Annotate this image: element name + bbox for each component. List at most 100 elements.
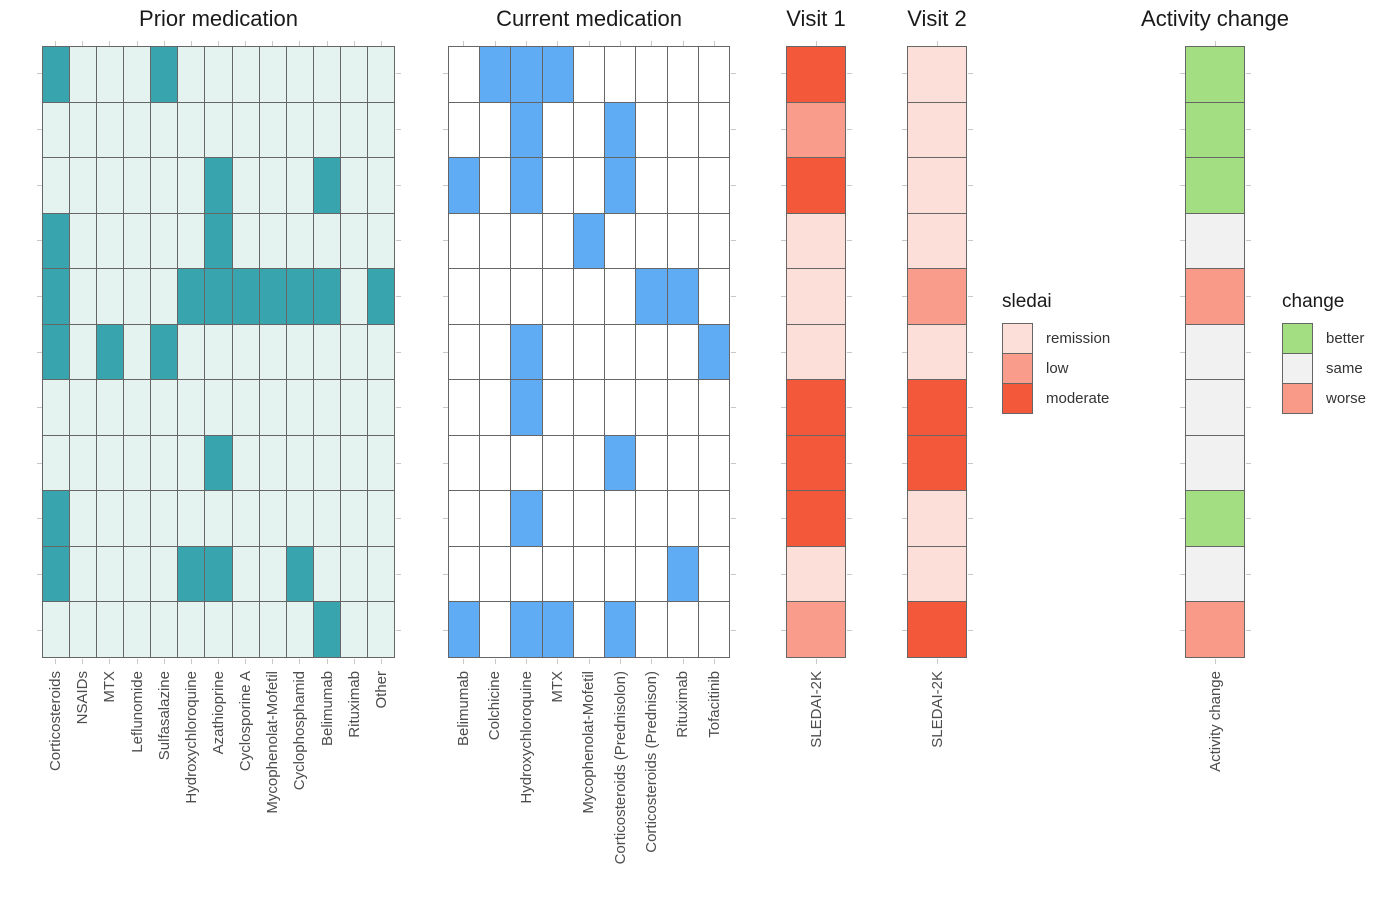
legend-item: same: [1282, 353, 1366, 384]
heatmap-cell: [70, 380, 98, 436]
heatmap-cell: [542, 546, 574, 603]
heatmap-cell: [124, 602, 152, 658]
heatmap-cell: [511, 213, 543, 270]
axis-tick: [815, 41, 817, 46]
axis-tick: [37, 184, 42, 186]
heatmap-cell: [178, 546, 206, 603]
heatmap-cell: [787, 213, 846, 270]
heatmap-cell: [636, 158, 668, 214]
axis-tick: [968, 629, 973, 631]
heatmap-cell: [698, 269, 730, 325]
heatmap-cell: [286, 491, 314, 547]
heatmap-cell: [573, 435, 606, 492]
axis-tick: [109, 41, 111, 46]
heatmap-cell: [787, 324, 846, 381]
axis-tick: [968, 184, 973, 186]
heatmap-cell: [698, 158, 730, 214]
axis-tick: [1180, 351, 1185, 353]
x-axis-label: Belimumab: [318, 671, 336, 747]
heatmap-cell: [205, 47, 233, 103]
axis-tick: [443, 407, 448, 409]
x-axis-label-slot: Colchicine: [479, 671, 510, 740]
x-axis-label-slot: Activity change: [1185, 671, 1245, 772]
axis-tick: [353, 659, 355, 664]
heatmap-cell: [480, 546, 512, 603]
heatmap-cell: [313, 158, 341, 214]
legend-swatch: [1282, 353, 1313, 384]
heatmap-cell: [449, 435, 481, 492]
x-axis-label: Hydroxychloroquine: [182, 671, 200, 804]
axis-tick: [557, 41, 559, 46]
heatmap-cell: [205, 213, 233, 270]
heatmap-cell: [573, 158, 606, 214]
heatmap-cell: [313, 602, 341, 658]
axis-tick: [136, 41, 138, 46]
heatmap-cell: [232, 47, 260, 103]
heatmap-cell: [908, 491, 967, 547]
axis-tick: [396, 73, 401, 75]
heatmap-cell: [151, 491, 179, 547]
heatmap-cell: [178, 158, 206, 214]
heatmap-cell: [124, 158, 152, 214]
heatmap-cell: [232, 102, 260, 159]
heatmap-cell: [908, 102, 967, 159]
heatmap-cell: [43, 546, 71, 603]
x-axis-label: SLEDAI-2K: [807, 671, 825, 748]
x-axis-label-slot: Sulfasalazine: [151, 671, 178, 760]
axis-tick: [847, 462, 852, 464]
axis-tick: [902, 629, 907, 631]
heatmap-cell: [340, 102, 368, 159]
axis-tick: [968, 128, 973, 130]
legend-item: moderate: [1002, 383, 1110, 414]
axis-tick: [272, 41, 274, 46]
axis-tick: [731, 407, 736, 409]
axis-tick: [37, 240, 42, 242]
heatmap-cell: [340, 269, 368, 325]
heatmap-cell: [511, 102, 543, 159]
heatmap-cell: [205, 158, 233, 214]
axis-tick: [463, 659, 465, 664]
axis-tick: [1214, 659, 1216, 664]
heatmap-cell: [97, 102, 125, 159]
heatmap-cell: [205, 491, 233, 547]
axis-tick: [494, 41, 496, 46]
heatmap-cell: [70, 269, 98, 325]
heatmap-cell: [1186, 602, 1245, 658]
heatmap-cell: [449, 546, 481, 603]
axis-tick: [396, 462, 401, 464]
panel-current-medication-grid: [448, 46, 730, 658]
heatmap-cell: [605, 102, 637, 159]
heatmap-cell: [480, 47, 512, 103]
heatmap-cell: [151, 546, 179, 603]
axis-tick: [781, 518, 786, 520]
heatmap-cell: [480, 491, 512, 547]
axis-tick: [37, 351, 42, 353]
heatmap-cell: [313, 491, 341, 547]
heatmap-cell: [542, 602, 574, 658]
heatmap-cell: [340, 47, 368, 103]
axis-tick: [37, 407, 42, 409]
heatmap-cell: [908, 47, 967, 103]
heatmap-cell: [605, 491, 637, 547]
legend-label: remission: [1046, 330, 1111, 347]
x-axis-label-slot: SLEDAI-2K: [907, 671, 967, 748]
x-axis-label: Leflunomide: [128, 671, 146, 753]
legend-label: low: [1046, 360, 1069, 377]
axis-tick: [847, 574, 852, 576]
heatmap-cell: [286, 269, 314, 325]
heatmap-cell: [367, 491, 395, 547]
heatmap-cell: [542, 491, 574, 547]
heatmap-cell: [573, 602, 606, 658]
legend-label: worse: [1326, 390, 1367, 407]
heatmap-cell: [787, 102, 846, 159]
heatmap-cell: [259, 546, 287, 603]
heatmap-cell: [480, 158, 512, 214]
axis-tick: [396, 574, 401, 576]
panel-title-visit-2: Visit 2: [907, 6, 967, 31]
panel-visit-2-grid: [907, 46, 967, 658]
x-axis-label: Colchicine: [486, 671, 504, 741]
heatmap-cell: [1186, 213, 1245, 270]
x-axis-labels-visit-1: SLEDAI-2K: [786, 671, 846, 748]
axis-tick: [443, 240, 448, 242]
